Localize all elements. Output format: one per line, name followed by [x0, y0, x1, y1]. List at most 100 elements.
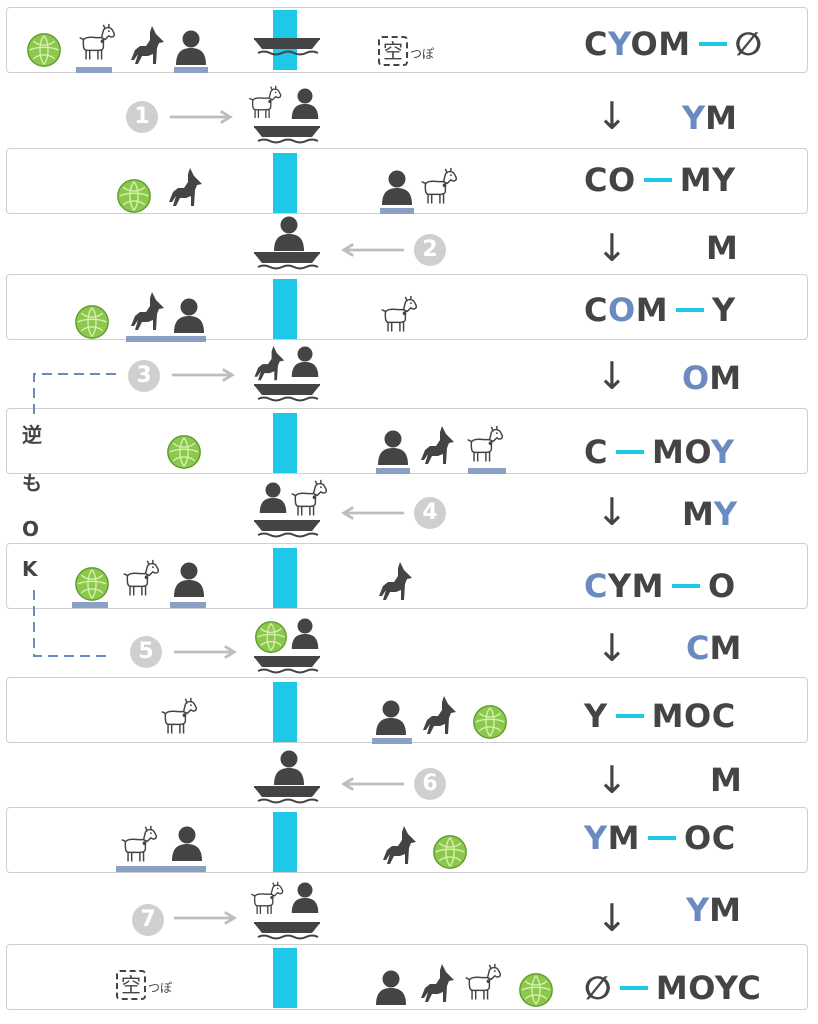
person-icon: [172, 562, 206, 598]
letter: O: [684, 433, 711, 471]
goat-icon: [462, 962, 504, 1006]
reverse-note-4: K: [22, 557, 38, 581]
letter: M: [706, 229, 738, 267]
river-dash: [672, 584, 700, 588]
letter: M: [655, 969, 689, 1007]
down-arrow-icon: ↓: [596, 354, 628, 398]
reverse-note-1: 逆: [22, 423, 42, 447]
river-dash: [643, 178, 672, 182]
letter: C: [584, 25, 608, 63]
person-icon: [290, 346, 320, 378]
step-number: 4: [414, 497, 446, 529]
river-dash: [619, 986, 648, 990]
goat-icon: [158, 696, 200, 740]
underline: [376, 468, 410, 474]
cabbage-icon: [518, 972, 554, 1008]
letter: Y: [713, 495, 738, 533]
step-number: 5: [130, 636, 162, 668]
goat-icon: [464, 424, 506, 468]
letter: O: [630, 25, 659, 63]
boat-icon: [252, 918, 322, 942]
cabbage-icon: [432, 834, 468, 870]
letter: O: [607, 161, 636, 199]
letter: O: [684, 819, 712, 857]
letter: Y: [712, 291, 736, 329]
wolf-icon: [416, 962, 456, 1008]
letter: Y: [682, 99, 706, 137]
person-icon: [290, 882, 320, 914]
boat-icon: [252, 122, 322, 146]
river-dash: [615, 450, 644, 454]
letter: C: [686, 629, 710, 667]
empty-kanji: 空: [116, 970, 146, 1000]
letter: Y: [712, 161, 736, 199]
step-number: 7: [132, 904, 164, 936]
letter: Y: [710, 433, 735, 471]
underline: [76, 67, 112, 73]
river-dash: [648, 836, 677, 840]
step-number: 2: [414, 234, 446, 266]
carried-items: M: [710, 760, 742, 800]
reverse-bracket: [33, 373, 116, 657]
empty-kana: つぽ: [410, 47, 435, 61]
person-icon: [172, 298, 206, 334]
equation: ∅MOYC: [584, 968, 761, 1008]
river-dash: [698, 42, 727, 46]
left-arrow-icon: [340, 777, 406, 791]
person-icon: [272, 750, 306, 786]
reverse-note-2: も: [22, 471, 42, 495]
letter: Y: [607, 25, 631, 63]
letter: O: [682, 359, 710, 397]
letter: ∅: [584, 969, 612, 1007]
goat-icon: [418, 166, 460, 210]
letter: M: [607, 819, 641, 857]
river: [273, 548, 297, 608]
cabbage-icon: [472, 704, 508, 740]
down-arrow-icon: ↓: [596, 490, 628, 534]
boat-icon: [252, 516, 322, 540]
letter: M: [709, 359, 742, 397]
letter: C: [584, 291, 608, 329]
underline: [126, 336, 206, 342]
letter: C: [584, 161, 608, 199]
goat-icon: [248, 880, 286, 920]
letter: Y: [584, 697, 608, 735]
wolf-icon: [164, 166, 204, 212]
river-dash: [615, 714, 644, 718]
person-icon: [380, 170, 414, 206]
letter: M: [709, 629, 742, 667]
letter: M: [710, 761, 742, 799]
letter: Y: [584, 819, 608, 857]
boat-icon: [252, 34, 322, 58]
boat-icon: [252, 652, 322, 676]
right-arrow-icon: [170, 368, 236, 382]
letter: M: [709, 891, 742, 929]
right-arrow-icon: [172, 911, 238, 925]
goat-icon: [118, 824, 160, 868]
person-icon: [290, 618, 320, 650]
letter: ∅: [734, 25, 763, 63]
underline: [468, 468, 506, 474]
underline: [372, 738, 412, 744]
letter: Y: [686, 891, 710, 929]
letter: O: [688, 969, 715, 1007]
letter: M: [635, 291, 669, 329]
wolf-icon: [418, 694, 458, 740]
empty-label: 空つぽ: [378, 36, 434, 68]
step-number: 1: [126, 101, 158, 133]
right-arrow-icon: [172, 645, 238, 659]
river-dash: [676, 308, 705, 312]
wolf-icon: [374, 560, 414, 606]
carried-items: OM: [682, 358, 741, 398]
goat-icon: [246, 84, 284, 124]
letter: C: [711, 819, 736, 857]
boat-icon: [252, 380, 322, 404]
letter: M: [679, 161, 713, 199]
carried-items: YM: [686, 890, 741, 930]
person-icon: [374, 700, 408, 736]
carried-items: MY: [682, 494, 737, 534]
letter: M: [682, 495, 714, 533]
wolf-icon: [378, 824, 418, 870]
